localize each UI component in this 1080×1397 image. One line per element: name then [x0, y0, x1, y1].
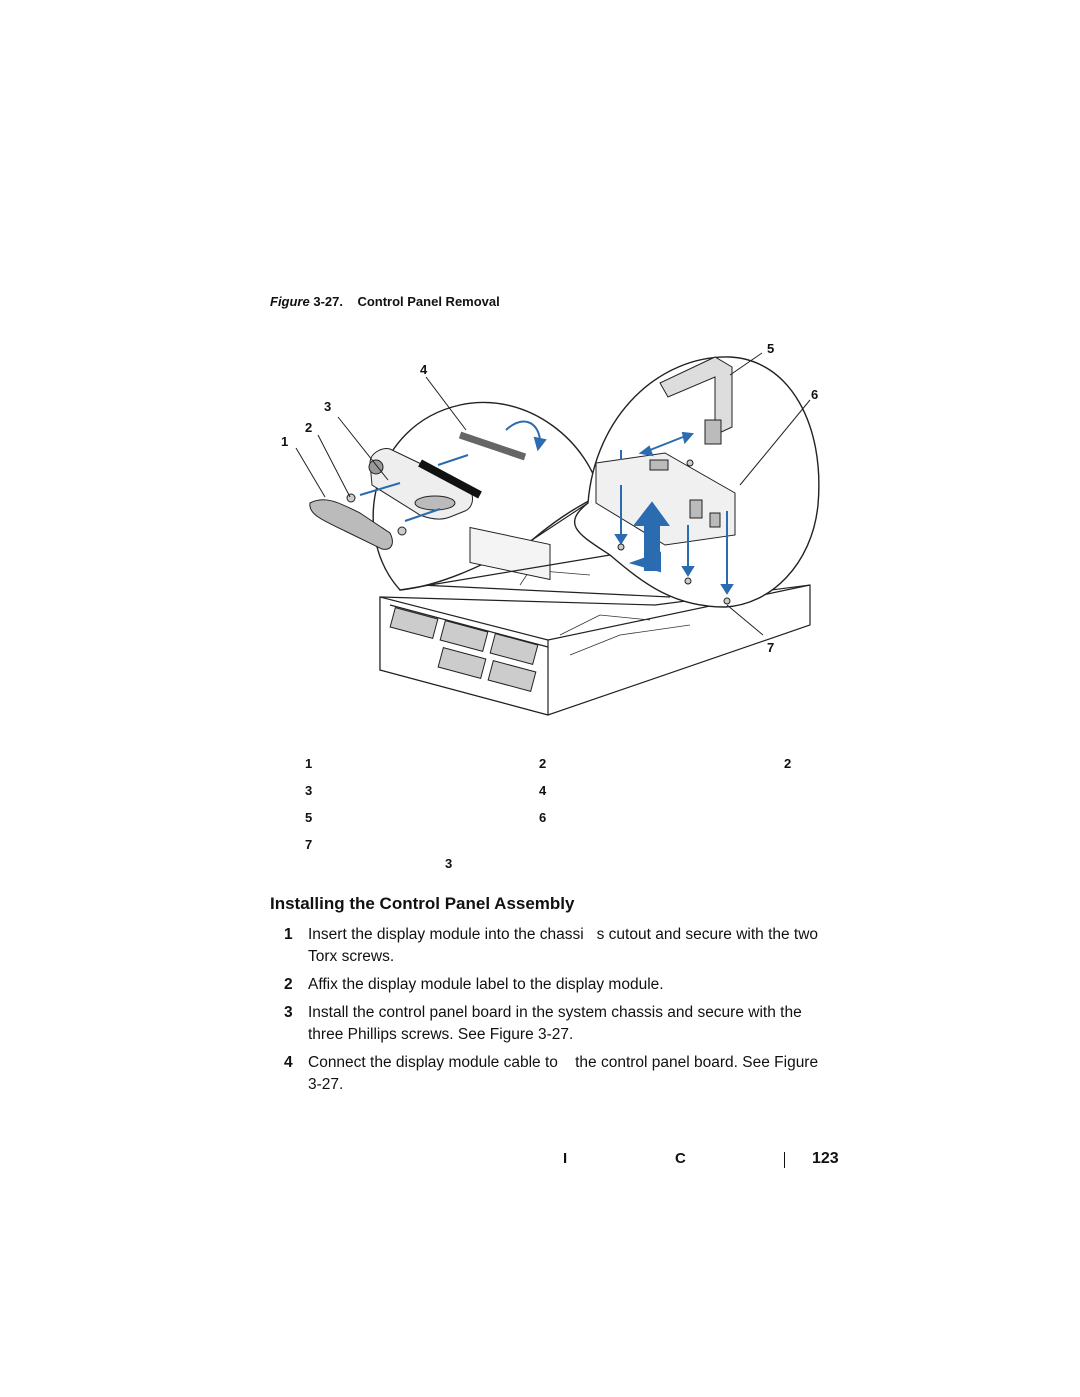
legend-number: 5: [305, 810, 313, 825]
screws: [346, 459, 731, 605]
step-text: Install the control panel board in the s…: [308, 1004, 802, 1043]
legend-number: 7: [305, 837, 313, 852]
step-number: 3: [284, 1004, 293, 1021]
legend-number: 3: [305, 783, 313, 798]
figure-caption-title: Control Panel Removal: [357, 294, 500, 309]
legend-number: 6: [539, 810, 547, 825]
legend-number: 2: [539, 756, 547, 771]
legend-number: 4: [539, 783, 547, 798]
step-4: 4 Connect the display module cable to th…: [284, 1052, 829, 1096]
footer-left-char: I: [563, 1150, 568, 1167]
page-number: 123: [812, 1150, 839, 1167]
callout-7: 7: [767, 640, 775, 655]
step-1: 1 Insert the display module into the cha…: [284, 924, 829, 968]
step-number: 2: [284, 976, 293, 993]
step-number: 4: [284, 1054, 293, 1071]
callout-6: 6: [811, 387, 819, 402]
step-text: Connect the display module cable to the …: [308, 1054, 819, 1093]
blue-arrows-left: [359, 420, 547, 522]
step-number: 1: [284, 926, 293, 943]
figure-caption-prefix: Figure: [270, 294, 310, 309]
section-title: Installing the Control Panel Assembly: [270, 894, 575, 913]
callout-3: 3: [324, 399, 332, 414]
footer-mid-char: C: [675, 1150, 686, 1167]
control-panel-illustration: [295, 352, 820, 716]
display-module-label: [309, 499, 393, 550]
figure-caption-number: 3-27.: [309, 294, 343, 309]
callout-1: 1: [281, 434, 289, 449]
blue-arrows-right: [614, 431, 734, 595]
legend-number: 2: [784, 756, 792, 771]
control-panel-board: [595, 452, 736, 546]
legend-number: 1: [305, 756, 313, 771]
display-module: [368, 448, 551, 581]
callout-5: 5: [767, 341, 775, 356]
drive-bays: [389, 607, 539, 692]
step-2: 2 Affix the display module label to the …: [284, 974, 829, 996]
step-text: Insert the display module into the chass…: [308, 926, 819, 965]
figure-caption: Figure 3-27. Control Panel Removal: [270, 294, 500, 309]
legend-number: 3: [445, 856, 453, 871]
footer-separator: [784, 1152, 785, 1168]
callout-2: 2: [305, 420, 313, 435]
step-3: 3 Install the control panel board in the…: [284, 1002, 829, 1046]
callout-4: 4: [420, 362, 428, 377]
step-text: Affix the display module label to the di…: [308, 976, 664, 993]
ribbon-cable: [659, 356, 733, 445]
